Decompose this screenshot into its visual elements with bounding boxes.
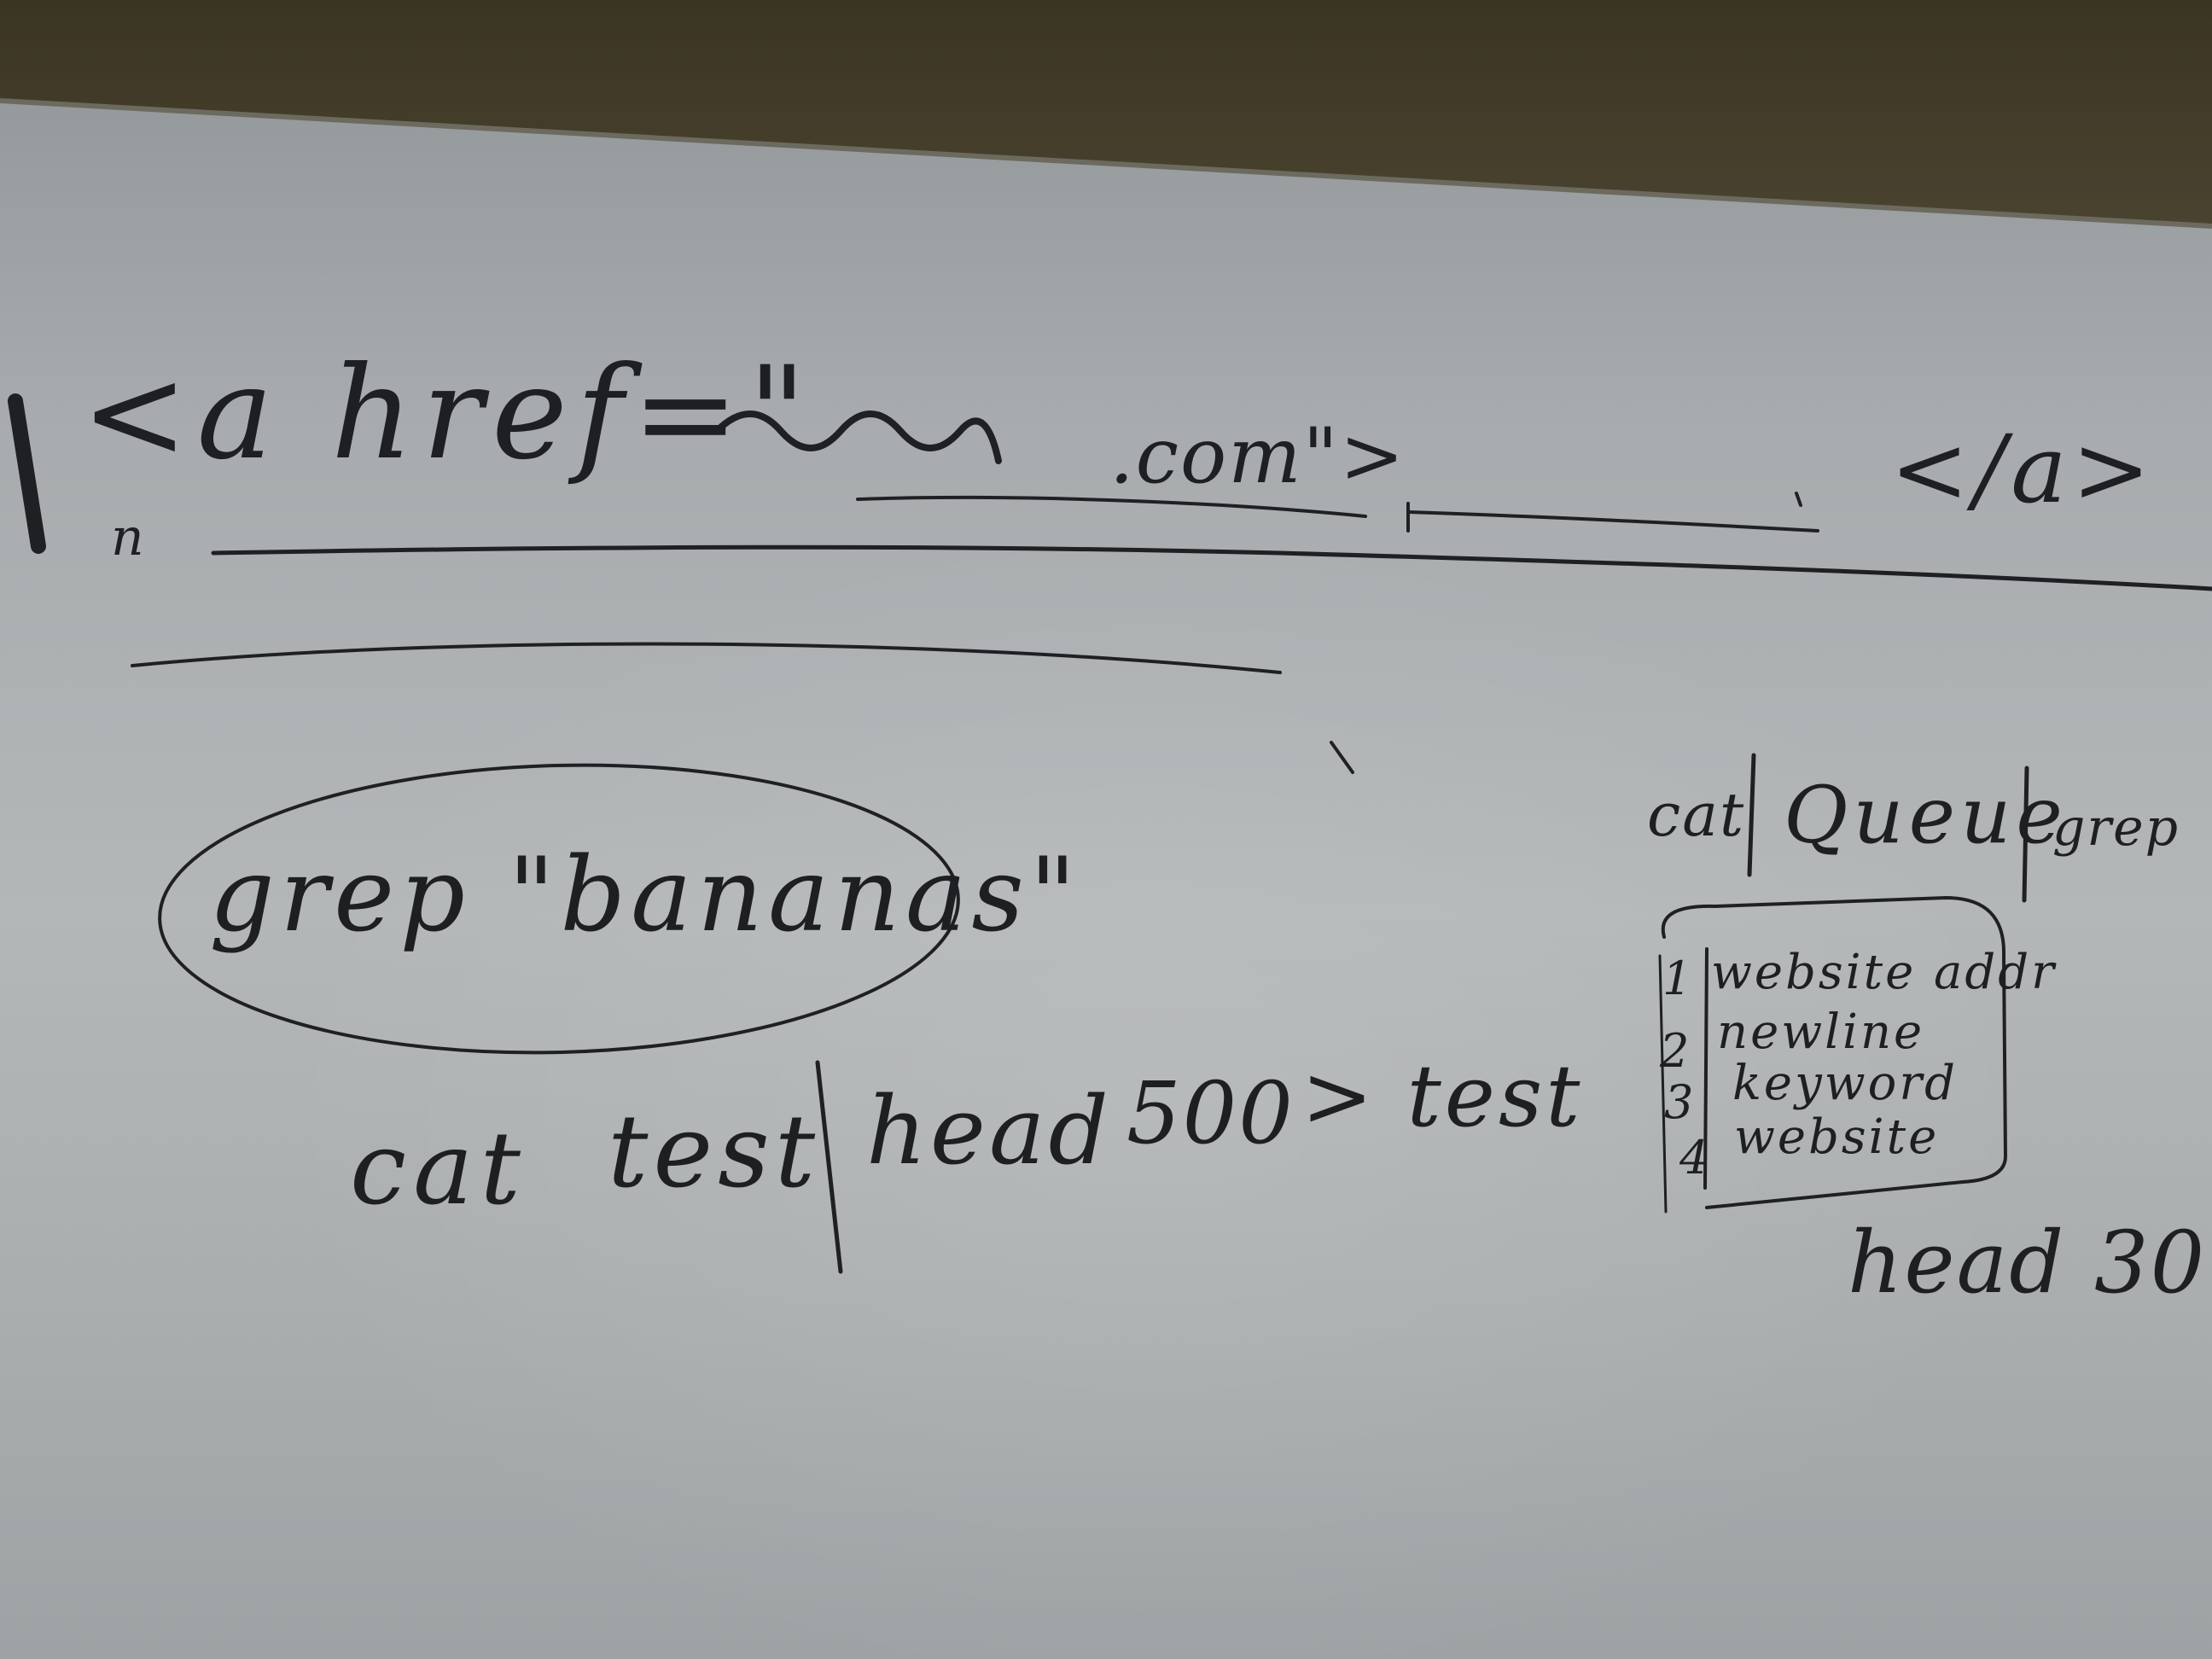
underline-link-text [1406,510,1819,533]
table-row-number: 1 [1662,952,1694,1005]
table-row-text: newline [1717,1004,1925,1060]
queue-middle-label: Queue [1784,770,2068,861]
grep-oval [158,763,960,1055]
stray-mark [1330,741,1354,774]
table-row-text: keyword [1732,1056,1958,1111]
queue-divider-right [2022,765,2029,903]
table-row-number: 2 [1660,1024,1691,1078]
anchor-domain-text: .com"> [1109,411,1406,501]
table-row-text: website [1734,1109,1940,1165]
underline-url [856,495,1367,518]
anchor-open-text: <a href=" [81,340,816,488]
pipeline-count: 500 [1126,1063,1295,1163]
tick-right [1795,492,1802,507]
queue-right-label: grep [2052,798,2180,858]
queue-left-label: cat [1647,780,1746,850]
queue-divider-left [1747,753,1756,877]
pipeline-file: test [608,1092,821,1210]
long-line [211,544,2212,591]
table-left-edge [1658,954,1668,1214]
pipeline-cat: cat [350,1109,527,1227]
anchor-close-text: </a> [1890,415,2156,524]
squiggle-placeholder [713,410,1002,464]
second-line [131,642,1282,674]
pipe-divider [815,1060,843,1274]
head-note: head 30 [1848,1213,2207,1313]
whiteboard-top-frame [0,0,2212,229]
table-divider [1703,947,1708,1190]
grep-command: grep "bananas" [209,836,1082,955]
pipeline-head: head [866,1076,1112,1185]
table-row-number: 3 [1664,1075,1696,1129]
small-n-mark: n [111,508,146,568]
pipeline-redirect: > test [1301,1046,1584,1146]
margin-mark [8,393,46,554]
table-row-number: 4 [1679,1131,1711,1185]
table-box [1661,896,2007,1209]
table-row-text: website addr [1711,945,2057,1000]
